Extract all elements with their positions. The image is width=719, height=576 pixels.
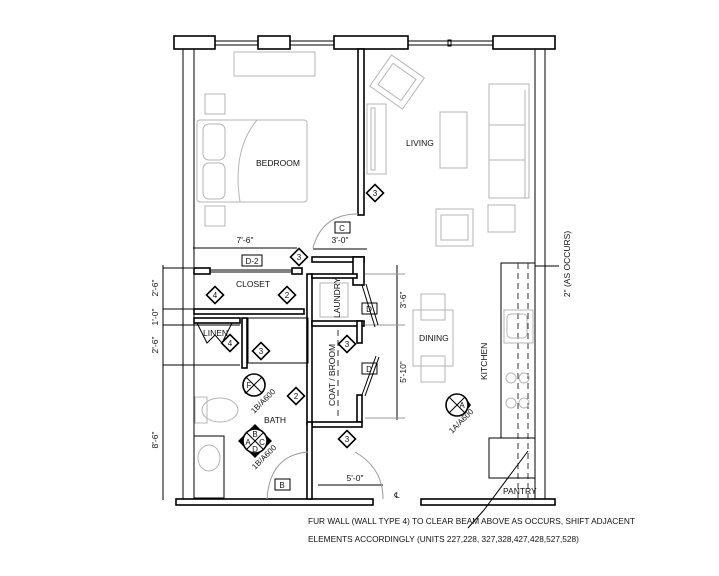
room-label-kitchen: KITCHEN <box>479 343 489 380</box>
note-line-1: FUR WALL (WALL TYPE 4) TO CLEAR BEAM ABO… <box>308 516 635 526</box>
door-tag-c: C <box>339 224 345 233</box>
svg-text:F: F <box>247 381 252 390</box>
wall-tag-3: 3 <box>259 347 264 356</box>
wall-tag-3: 3 <box>373 189 378 198</box>
top-exterior-wall <box>173 35 556 50</box>
door-swing-c <box>312 213 359 249</box>
room-label-closet: CLOSET <box>236 279 270 289</box>
bath-fixtures <box>193 396 384 500</box>
interior-walls <box>193 256 380 500</box>
wall-tag-3: 3 <box>345 435 350 444</box>
dimension-5-10: 5'-10" <box>398 361 408 383</box>
wall-tag-2: 2 <box>285 291 290 300</box>
dimension-1-0: 1'-0" <box>150 309 160 326</box>
svg-text:D: D <box>252 445 258 454</box>
dimension-3-0: 3'-0" <box>332 235 349 245</box>
wall-tag-3: 3 <box>297 253 302 262</box>
wall-tag-3: 3 <box>345 340 350 349</box>
dimension-as-occurs: 2" (AS OCCURS) <box>562 231 572 297</box>
elevation-marker-f: F 1B/A600 <box>242 373 278 415</box>
room-label-laundry: LAUNDRY <box>332 277 342 318</box>
bedroom-living-wall <box>357 48 365 216</box>
wall-tag-2: 2 <box>294 392 299 401</box>
bottom-wall <box>175 498 556 506</box>
wall-tag-4: 4 <box>213 291 218 300</box>
room-label-bath: BATH <box>264 415 286 425</box>
elevation-marker-a: A 1A/A600 <box>445 393 476 435</box>
room-label-linen: LINEN <box>203 328 228 338</box>
room-label-dining: DINING <box>419 333 449 343</box>
left-exterior-wall <box>182 49 195 500</box>
svg-text:A: A <box>459 401 465 410</box>
centerline-symbol: ℄ <box>394 491 400 500</box>
wall-type-tags: 3 3 3 3 3 4 4 2 2 <box>205 183 385 449</box>
svg-text:C: C <box>259 438 265 447</box>
door-tag-d-coat: D <box>366 365 372 374</box>
dimension-5-0: 5'-0" <box>347 473 364 483</box>
dimension-2-6-b: 2'-6" <box>150 337 160 354</box>
wall-tag-4: 4 <box>228 339 233 348</box>
dimension-7-6: 7'-6" <box>237 235 254 245</box>
room-label-bedroom: BEDROOM <box>256 158 300 168</box>
note-line-2: ELEMENTS ACCORDINGLY (UNITS 227,228, 327… <box>308 534 579 544</box>
kitchen-counter <box>467 262 536 529</box>
svg-text:A: A <box>245 438 251 447</box>
door-tag-b: B <box>279 481 284 490</box>
door-tag-d-laundry: D <box>366 305 372 314</box>
right-exterior-wall <box>534 49 546 500</box>
dimension-8-6: 8'-6" <box>150 432 160 449</box>
living-furniture <box>366 54 530 247</box>
elevation-marker-abcd: B A C D 1B/A600 <box>238 424 279 471</box>
svg-text:B: B <box>252 430 257 439</box>
room-label-living: LIVING <box>406 138 434 148</box>
dining-furniture <box>412 293 454 383</box>
door-tag-d2: D-2 <box>246 257 259 266</box>
dimension-3-6: 3'-6" <box>398 292 408 309</box>
room-label-pantry: PANTRY <box>503 486 537 496</box>
door-swing-bath <box>266 451 309 500</box>
bedroom-furniture <box>196 51 316 227</box>
room-label-coat-broom: COAT / BROOM <box>327 344 337 406</box>
dimension-2-6-a: 2'-6" <box>150 280 160 297</box>
door-swing-entry <box>354 451 384 500</box>
